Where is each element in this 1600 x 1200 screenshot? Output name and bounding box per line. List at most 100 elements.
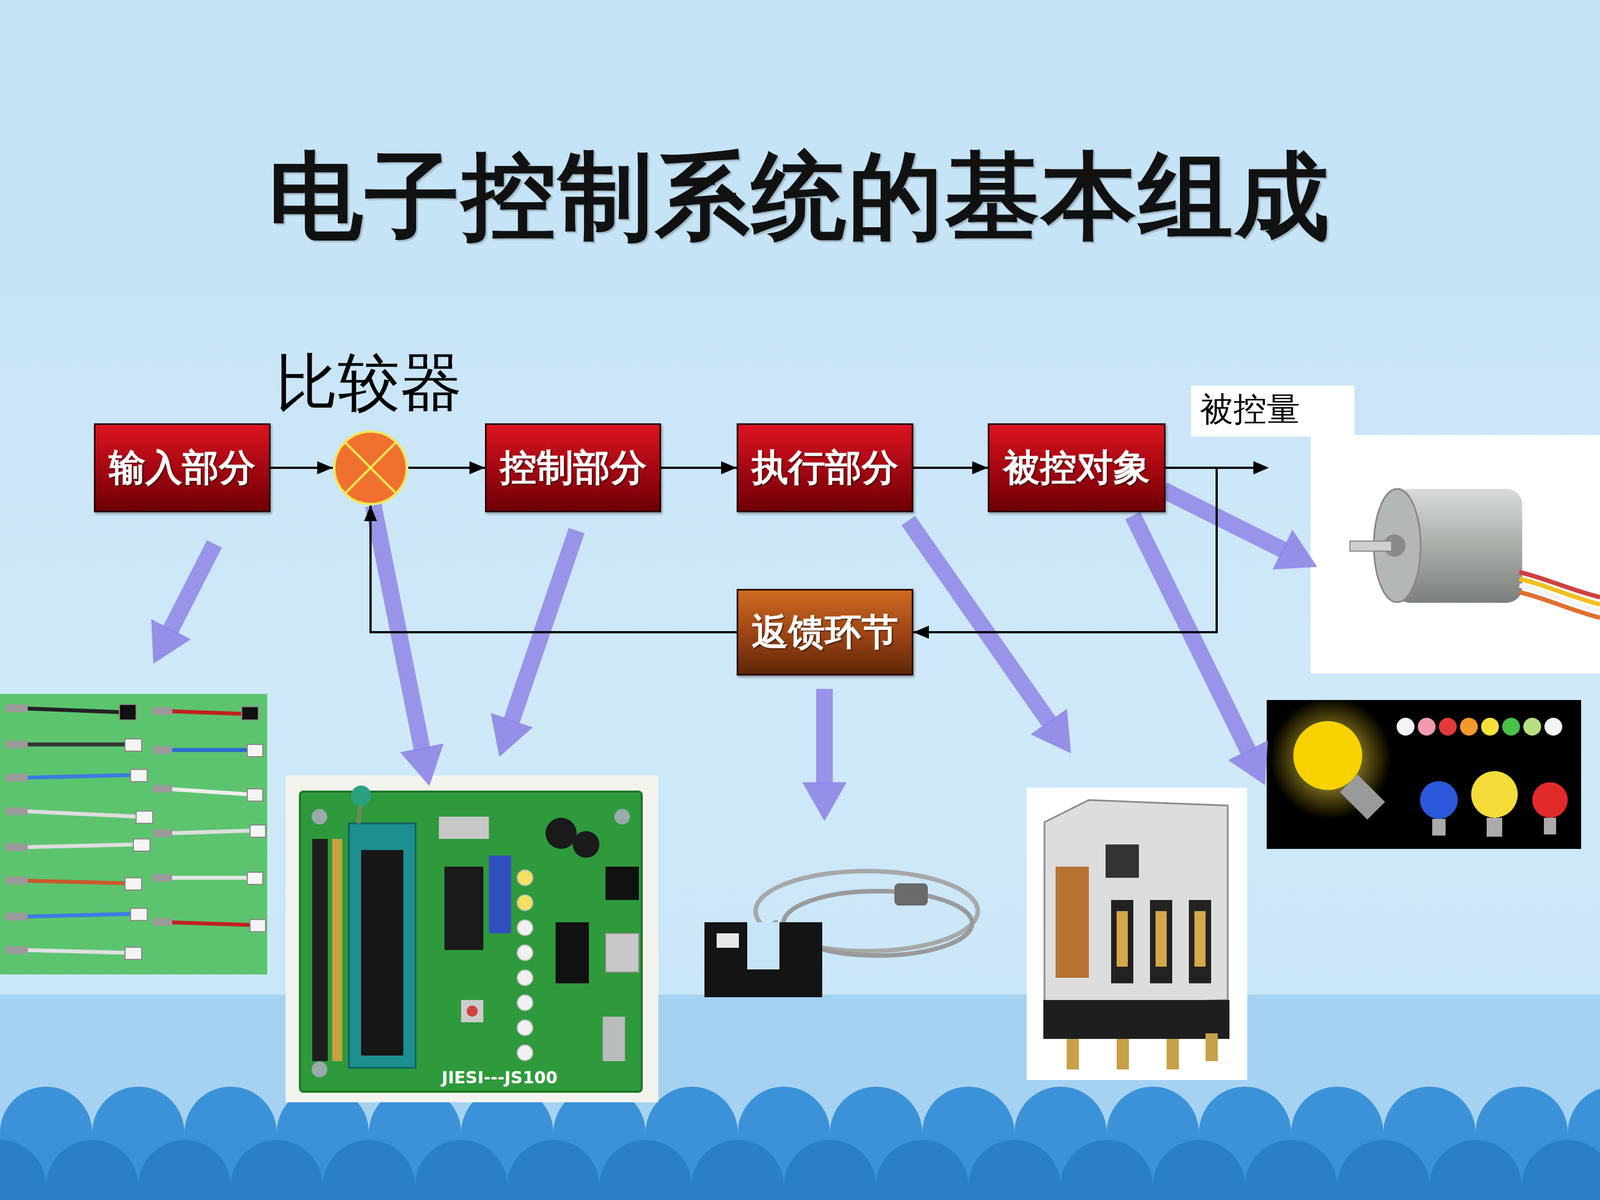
process-box: 被控对象 xyxy=(987,423,1166,513)
signal-arrow xyxy=(661,466,737,469)
wire xyxy=(22,950,128,953)
wire xyxy=(22,811,139,817)
photo-background xyxy=(0,693,268,975)
terminal xyxy=(1166,1038,1179,1070)
contact xyxy=(1116,911,1128,967)
contact xyxy=(1194,911,1206,967)
usb-port xyxy=(605,933,639,973)
microcontroller-chip xyxy=(361,850,404,1056)
pcb xyxy=(300,791,642,1092)
bulb xyxy=(1544,717,1563,736)
bulb xyxy=(1438,717,1457,736)
sensor-photo xyxy=(0,693,268,975)
feedback-box: 返馈环节 xyxy=(736,588,914,676)
pointer-arrow xyxy=(511,530,577,723)
relay-case xyxy=(1044,800,1228,1006)
resistor-array xyxy=(438,816,489,839)
bulb-glow xyxy=(1269,697,1392,820)
connector xyxy=(247,744,263,757)
sensor-body xyxy=(704,922,823,998)
led xyxy=(517,920,533,936)
slide-title: 电子控制系统的基本组成 xyxy=(0,138,1600,253)
signal-arrow xyxy=(370,505,737,633)
process-box: 执行部分 xyxy=(736,423,914,513)
box-label: 被控对象 xyxy=(1003,447,1150,489)
bulb xyxy=(1420,781,1458,819)
wire xyxy=(22,844,137,848)
led xyxy=(517,995,533,1011)
comparator-symbol xyxy=(332,430,409,506)
probe xyxy=(152,785,173,793)
small-bulbs xyxy=(1396,717,1563,736)
process-box: 输入部分 xyxy=(93,423,271,513)
connector xyxy=(250,825,266,838)
cable-plug xyxy=(894,883,928,906)
photo-background xyxy=(1310,435,1600,674)
relay-base xyxy=(1043,1000,1230,1039)
contact-post xyxy=(1111,900,1134,984)
bulb xyxy=(1460,717,1478,736)
signal-arrow xyxy=(408,466,485,469)
probe xyxy=(5,946,28,954)
cross-line xyxy=(345,442,397,494)
probe xyxy=(5,807,28,815)
led xyxy=(517,1045,533,1061)
contact-post xyxy=(1150,900,1173,984)
bottom-band xyxy=(0,994,1600,1200)
lever-knob xyxy=(351,785,372,806)
wire xyxy=(22,708,123,713)
probe xyxy=(5,876,28,885)
pointer-arrow xyxy=(1132,515,1249,753)
led xyxy=(517,870,533,886)
resistor-row xyxy=(488,855,512,934)
motor-wire xyxy=(1519,578,1600,605)
output-label: 被控量 xyxy=(1200,388,1300,429)
power-jack xyxy=(605,866,639,900)
wire xyxy=(166,711,245,714)
mount-hole xyxy=(311,1061,328,1078)
wire xyxy=(166,748,250,753)
photo-background xyxy=(1026,787,1248,1080)
motor-wire xyxy=(1519,592,1600,618)
output-line xyxy=(1165,466,1257,469)
box-label: 返馈环节 xyxy=(751,612,899,653)
probe xyxy=(152,746,173,754)
mount-hole xyxy=(311,808,328,825)
pointer-arrow xyxy=(816,688,833,785)
connector xyxy=(136,811,153,824)
probe xyxy=(5,704,28,713)
pointer-arrow xyxy=(170,543,215,632)
wire xyxy=(22,880,128,884)
connector xyxy=(241,706,259,720)
sensor-slot xyxy=(747,922,780,970)
mount-hole xyxy=(614,808,630,825)
pointer-arrows xyxy=(170,490,1285,785)
terminal xyxy=(1205,1033,1218,1062)
pin-header xyxy=(312,838,328,1062)
pointer-arrow xyxy=(1163,490,1285,551)
box-label: 控制部分 xyxy=(500,447,647,489)
output-arrowhead xyxy=(1253,461,1269,475)
board-photo xyxy=(285,775,659,1103)
relay-coil xyxy=(1055,866,1089,978)
probe xyxy=(5,773,28,782)
pointer-arrow xyxy=(373,505,423,750)
bulb-base xyxy=(1432,818,1446,836)
sensor-wires xyxy=(22,708,253,953)
led xyxy=(517,1020,533,1036)
bulb-base xyxy=(1486,817,1503,837)
button-cap xyxy=(466,1005,478,1017)
pointer-arrow xyxy=(908,520,1050,724)
push-button xyxy=(461,1000,484,1023)
bulb xyxy=(1417,717,1436,736)
wave-row xyxy=(0,1140,1600,1200)
terminal xyxy=(1066,1038,1079,1070)
light-bulb xyxy=(1293,721,1363,790)
probe xyxy=(152,707,173,715)
wire xyxy=(166,922,253,925)
relay-photo xyxy=(1026,787,1248,1080)
contact xyxy=(1155,911,1167,967)
wire xyxy=(166,876,250,880)
board-marking: JIESI---JS100 xyxy=(441,1067,558,1088)
